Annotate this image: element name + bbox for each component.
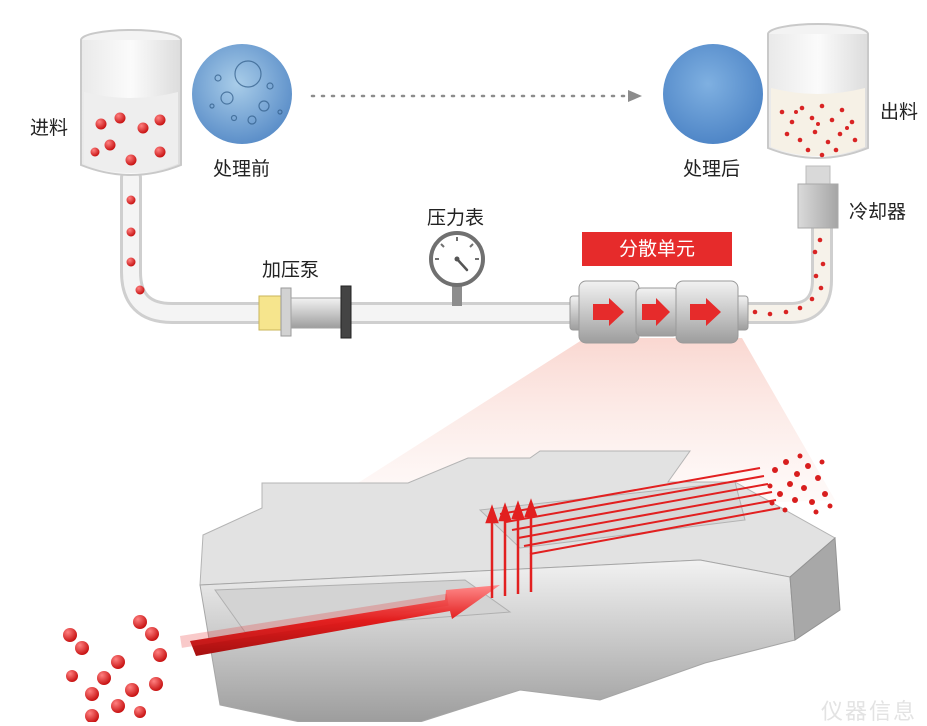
process-arrow bbox=[310, 90, 642, 102]
before-label: 处理前 bbox=[213, 158, 271, 180]
feed-label: 进料 bbox=[30, 117, 69, 139]
pressure-gauge-label: 压力表 bbox=[427, 207, 485, 229]
dispersion-unit bbox=[569, 280, 749, 344]
dispersion-block-cutaway bbox=[180, 450, 841, 723]
pump-label: 加压泵 bbox=[262, 259, 320, 281]
feed-beaker bbox=[80, 29, 182, 295]
output-beaker bbox=[752, 23, 869, 317]
dispersion-unit-badge: 分散单元 bbox=[582, 232, 732, 266]
output-label: 出料 bbox=[880, 101, 919, 123]
before-sample-micrograph bbox=[192, 44, 292, 144]
after-sample-micrograph bbox=[663, 44, 763, 144]
pressure-gauge bbox=[429, 231, 485, 306]
after-label: 处理后 bbox=[683, 158, 741, 180]
pipeline bbox=[120, 167, 833, 324]
input-droplets bbox=[63, 615, 167, 723]
watermark: 仪器信息 bbox=[820, 700, 917, 725]
pressure-pump bbox=[258, 285, 352, 339]
cooler-label: 冷却器 bbox=[849, 201, 907, 223]
